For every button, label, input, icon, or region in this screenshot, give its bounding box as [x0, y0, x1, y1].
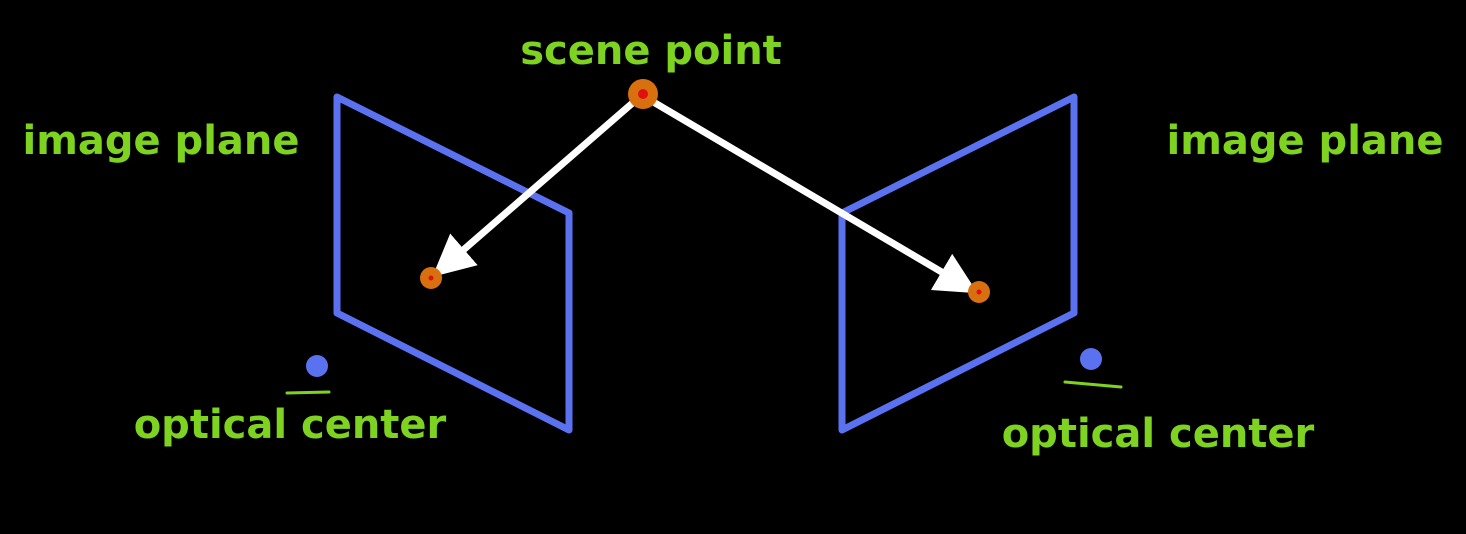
- right-projection-ray: [646, 96, 978, 294]
- left-image-plane: [333, 93, 573, 434]
- left-image-point: [420, 267, 442, 289]
- left-optical-center-label: optical center: [134, 402, 447, 448]
- scene-point-marker: [628, 79, 658, 109]
- left-optical-center-point: [306, 355, 328, 377]
- right-optical-center-label: optical center: [1002, 411, 1315, 457]
- right-image-plane-label: image plane: [1166, 118, 1443, 164]
- left-projection-ray: [432, 96, 640, 277]
- left-optical-center-underline: [285, 390, 331, 395]
- scene-point-label: scene point: [520, 28, 782, 74]
- right-image-point: [968, 281, 990, 303]
- left-image-plane-label: image plane: [22, 118, 299, 164]
- right-image-plane: [838, 93, 1078, 434]
- right-optical-center-underline: [1063, 380, 1123, 389]
- right-optical-center-point: [1080, 348, 1102, 370]
